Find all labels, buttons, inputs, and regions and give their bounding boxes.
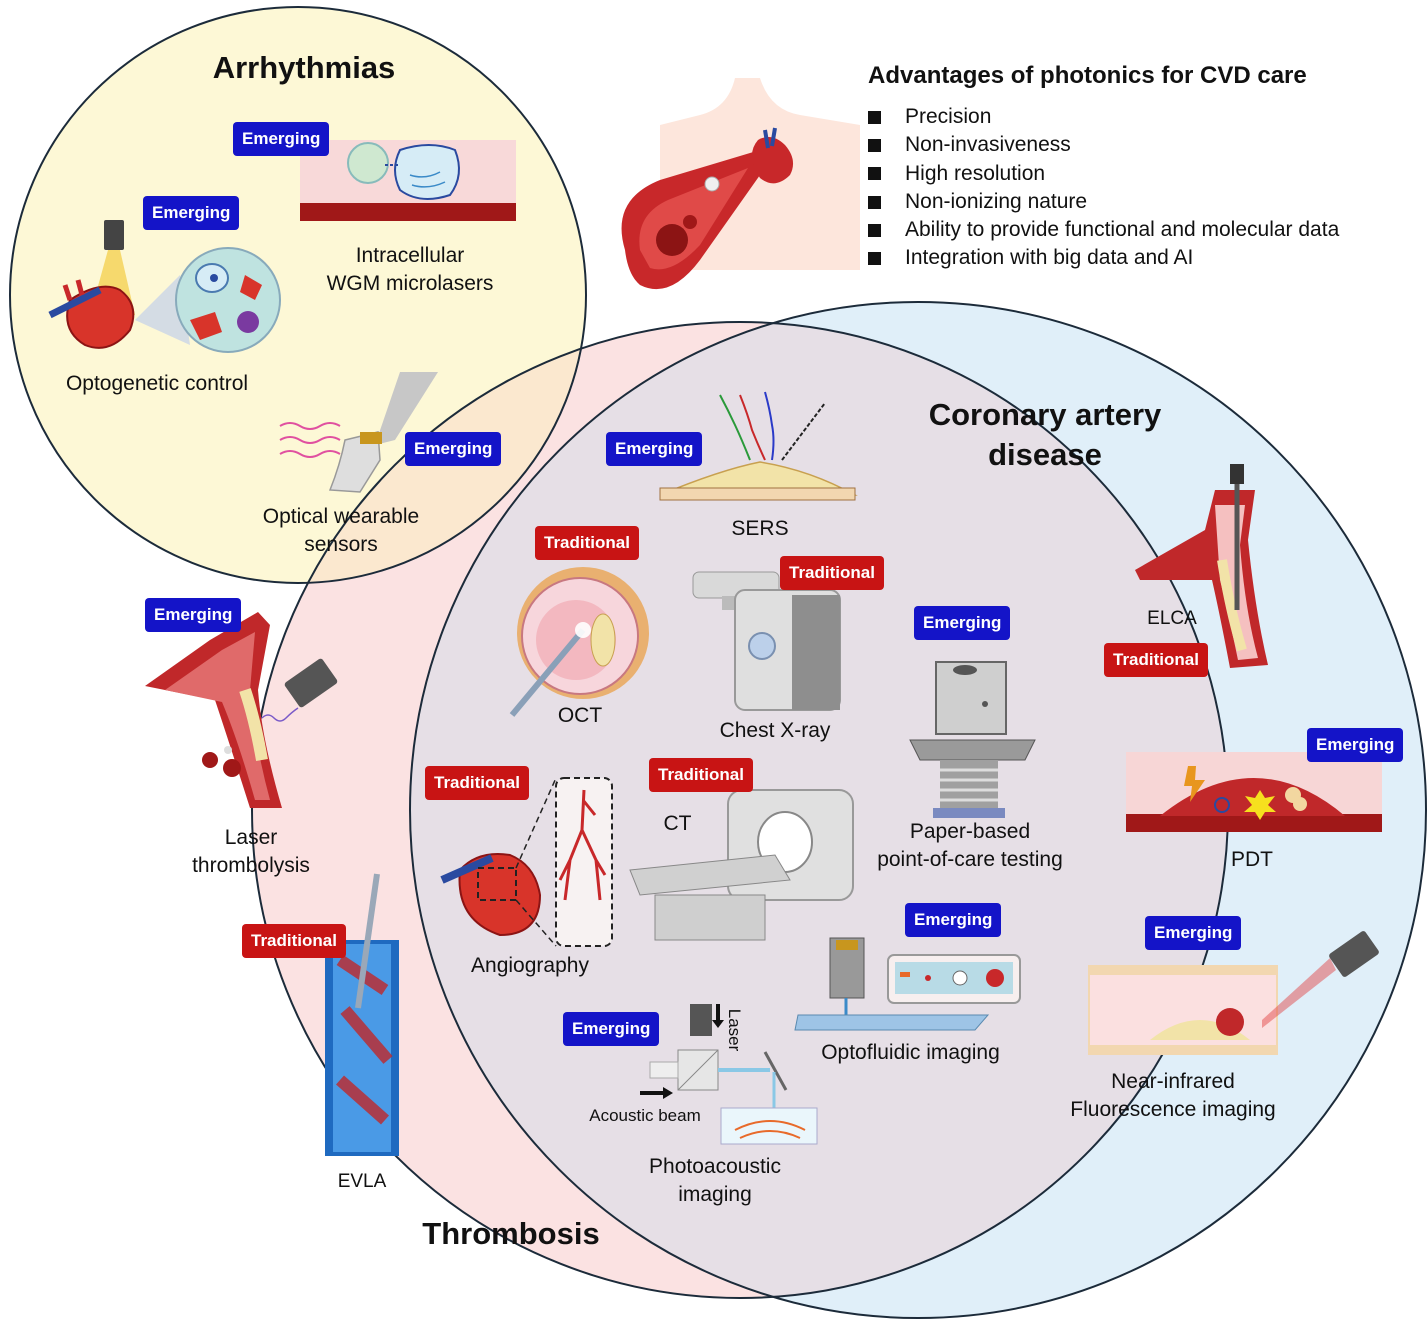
wearable-illustration — [279, 372, 438, 493]
torso-illustration — [621, 78, 860, 290]
paper-label-line2: point-of-care testing — [877, 848, 1063, 871]
laser-thrombolysis-label-line1: Laser — [224, 826, 278, 849]
sers-label: SERS — [731, 517, 789, 540]
evla-label: EVLA — [337, 1171, 387, 1192]
optofluidic-label: Optofluidic imaging — [821, 1041, 1000, 1064]
pdt-illustration — [1126, 752, 1382, 832]
advantage-item: Non-ionizing nature — [868, 188, 1339, 216]
oct-label: OCT — [557, 704, 603, 727]
optofluidic-illustration — [794, 937, 1021, 1031]
emerging-badge-optogenetic: Emerging — [143, 196, 240, 230]
nir-illustration — [1088, 931, 1379, 1055]
emerging-badge-optofluidic: Emerging — [905, 903, 1002, 937]
paper-poc-illustration — [909, 661, 1036, 818]
cad-title-line1: Coronary artery — [928, 397, 1162, 432]
evla-illustration — [325, 873, 399, 1156]
pdt-label: PDT — [1231, 848, 1273, 871]
traditional-badge-angiography: Traditional — [425, 766, 529, 800]
bullet-square-icon — [868, 138, 881, 152]
chest-xray-label: Chest X-ray — [719, 719, 831, 742]
advantage-item: Integration with big data and AI — [868, 244, 1339, 272]
emerging-badge-sers: Emerging — [606, 432, 703, 466]
optogenetic-illustration — [48, 220, 281, 353]
advantage-item: High resolution — [868, 160, 1339, 188]
paper-label-line1: Paper-based — [909, 820, 1031, 843]
angiography-illustration — [440, 777, 613, 947]
bullet-square-icon — [868, 252, 881, 266]
advantage-item: Ability to provide functional and molecu… — [868, 216, 1339, 244]
emerging-badge-wearable: Emerging — [405, 432, 502, 466]
emerging-badge-laser-thrombolysis: Emerging — [145, 598, 242, 632]
bullet-square-icon — [868, 223, 881, 237]
elca-illustration — [1135, 464, 1268, 668]
bullet-square-icon — [868, 110, 881, 124]
ct-label: CT — [663, 812, 692, 835]
bullet-square-icon — [868, 195, 881, 209]
acoustic-beam-label: Acoustic beam — [589, 1106, 701, 1125]
traditional-badge-elca: Traditional — [1104, 643, 1208, 677]
optogenetic-label: Optogenetic control — [65, 372, 249, 395]
angiography-label: Angiography — [471, 954, 589, 977]
laser-thrombolysis-illustration — [145, 612, 338, 808]
emerging-badge-photoacoustic: Emerging — [563, 1012, 660, 1046]
laser-vertical-label: Laser — [725, 1008, 744, 1052]
wgm-label-line2: WGM microlasers — [326, 272, 494, 295]
wearable-label-line1: Optical wearable — [262, 505, 420, 528]
wearable-label-line2: sensors — [304, 533, 378, 556]
photoacoustic-label-line1: Photoacoustic — [649, 1155, 781, 1178]
traditional-badge-xray: Traditional — [780, 556, 884, 590]
advantage-item: Precision — [868, 103, 1339, 131]
traditional-badge-oct: Traditional — [535, 526, 639, 560]
emerging-badge-paper: Emerging — [914, 606, 1011, 640]
advantages-title: Advantages of photonics for CVD care — [868, 62, 1307, 89]
nir-label-line2: Fluorescence imaging — [1070, 1098, 1276, 1121]
nir-label-line1: Near-infrared — [1111, 1070, 1235, 1093]
traditional-badge-ct: Traditional — [649, 758, 753, 792]
emerging-badge-wgm: Emerging — [233, 122, 330, 156]
elca-label: ELCA — [1147, 608, 1197, 629]
wgm-label-line1: Intracellular — [355, 244, 465, 267]
ct-illustration — [629, 789, 854, 941]
advantage-item: Non-invasiveness — [868, 131, 1339, 159]
laser-thrombolysis-label-line2: thrombolysis — [192, 854, 310, 877]
oct-illustration — [509, 567, 649, 717]
arrhythmias-title: Arrhythmias — [212, 50, 396, 85]
cad-title-line2: disease — [988, 437, 1102, 472]
sers-illustration — [659, 391, 858, 501]
bullet-square-icon — [868, 167, 881, 181]
photoacoustic-illustration — [640, 1004, 818, 1145]
emerging-badge-pdt: Emerging — [1307, 728, 1404, 762]
wgm-illustration — [300, 140, 516, 221]
traditional-badge-evla: Traditional — [242, 924, 346, 958]
chest-xray-illustration — [692, 571, 841, 711]
advantages-list: Precision Non-invasiveness High resoluti… — [868, 103, 1339, 273]
photoacoustic-label-line2: imaging — [678, 1183, 752, 1206]
thrombosis-title: Thrombosis — [422, 1216, 600, 1251]
emerging-badge-nir: Emerging — [1145, 916, 1242, 950]
